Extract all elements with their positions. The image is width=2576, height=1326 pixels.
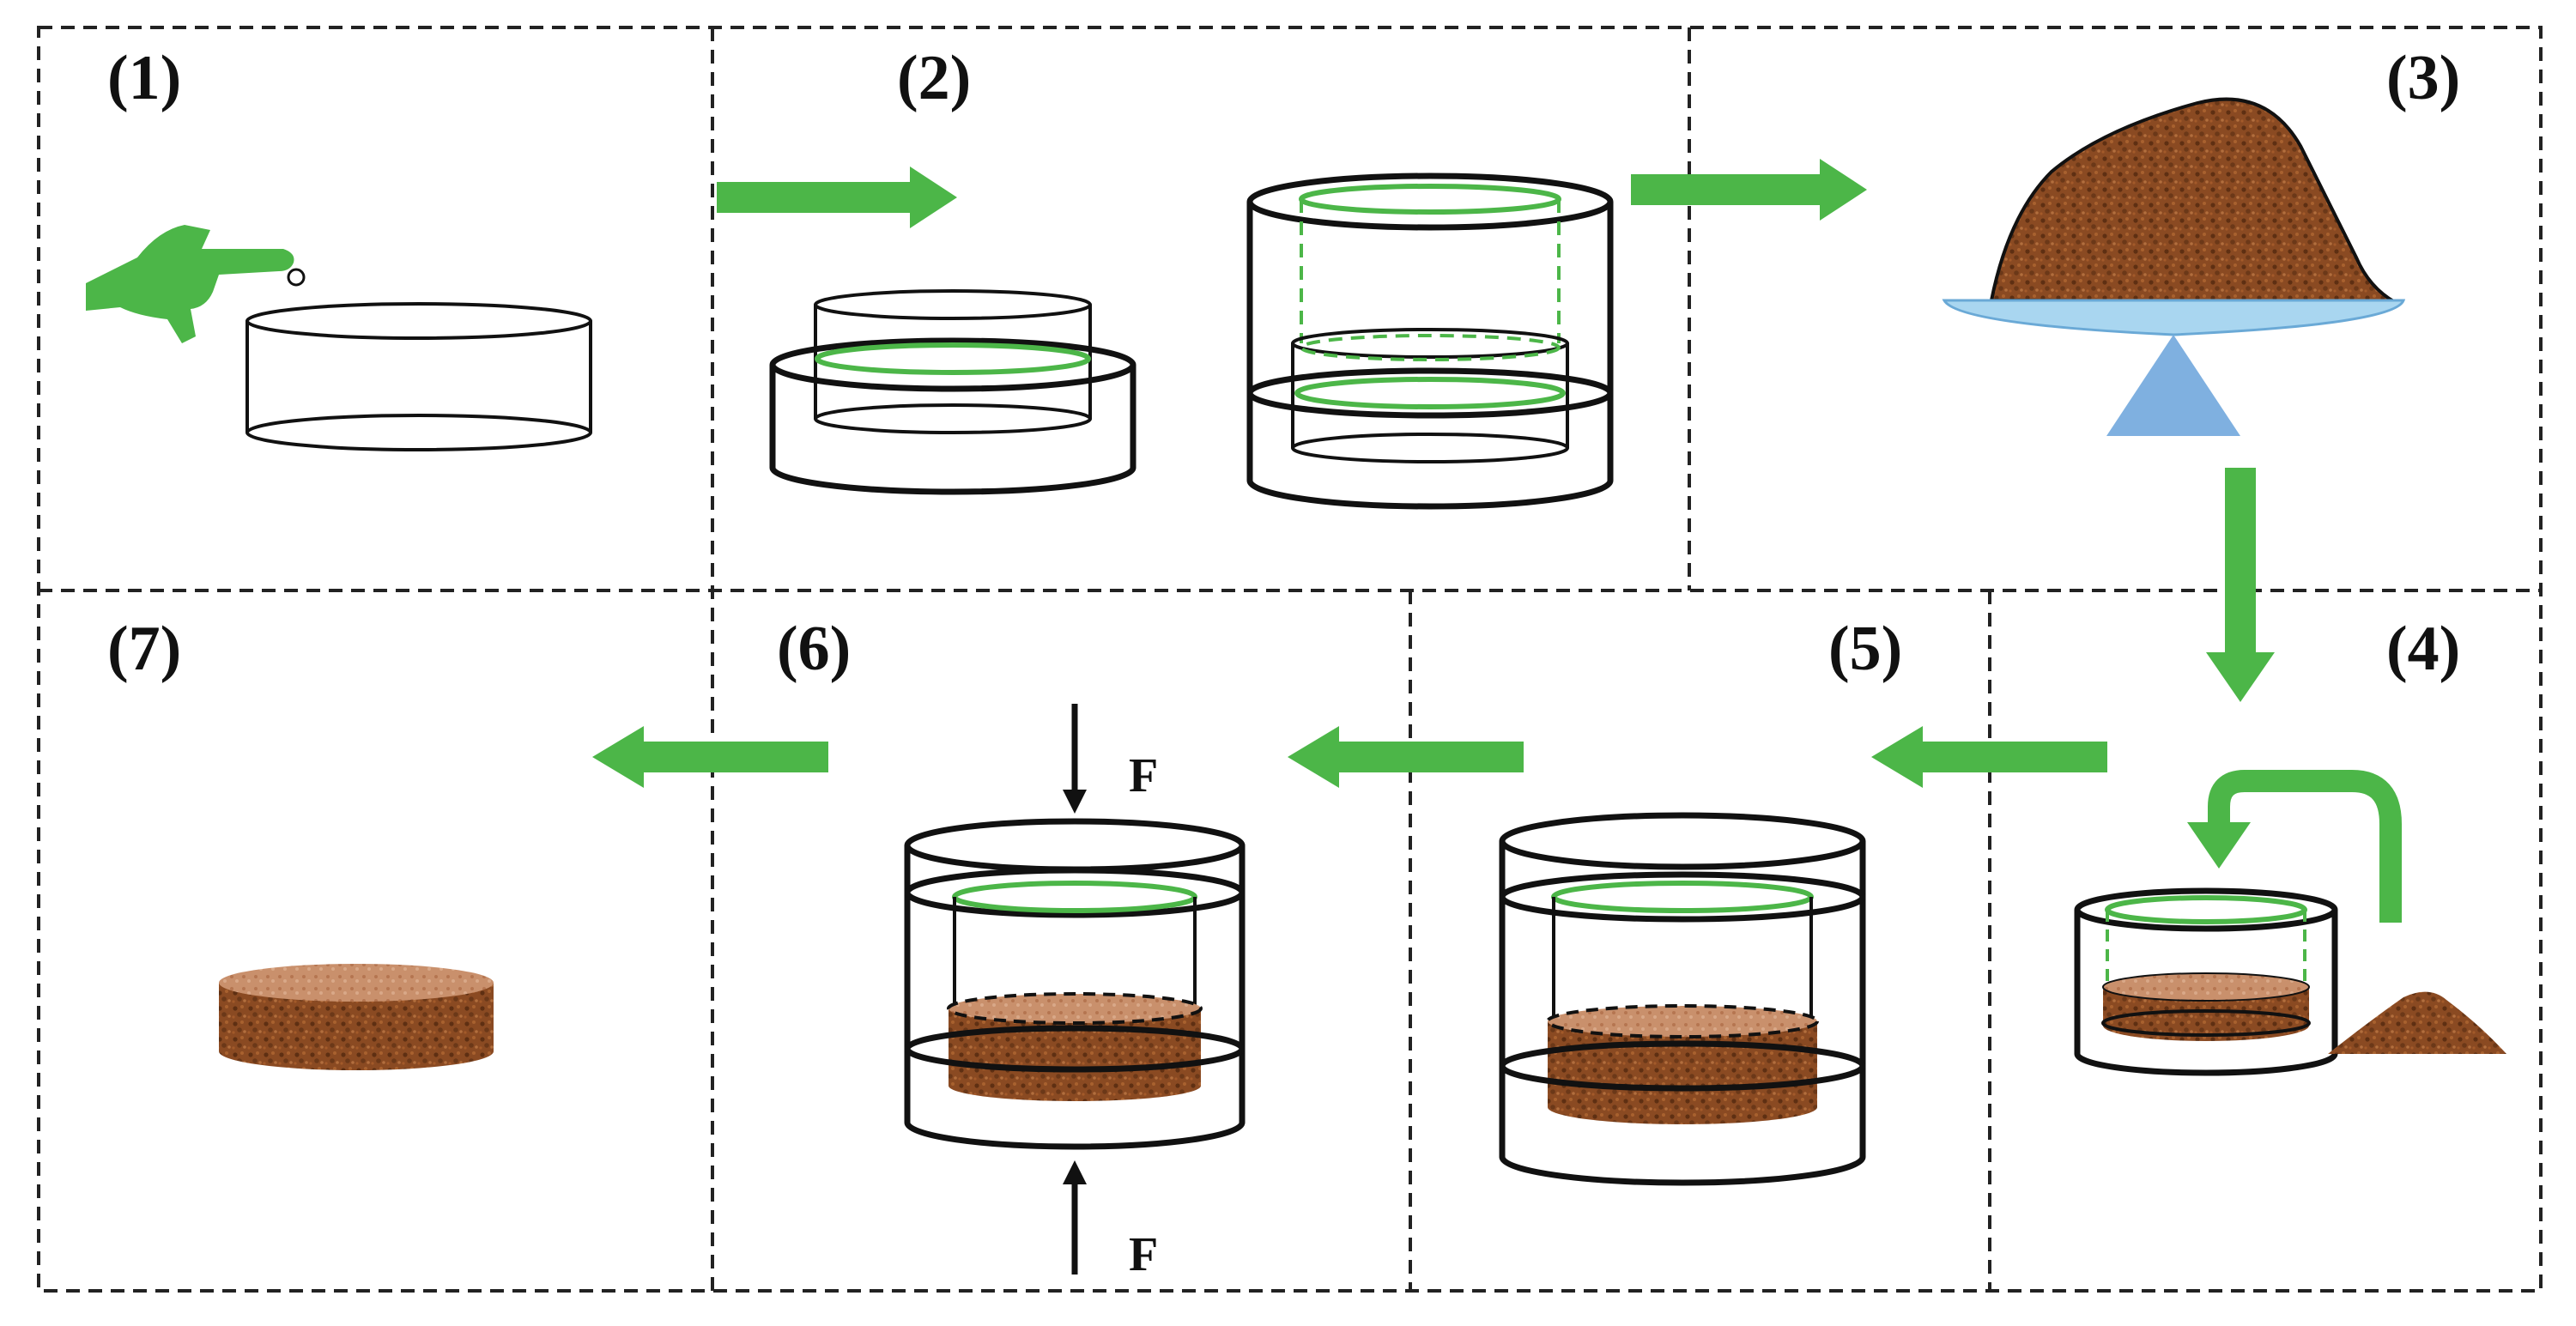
panel-6-compaction: F F	[904, 704, 1246, 1281]
force-arrow-top	[1063, 704, 1087, 814]
soil-heap	[1989, 97, 2402, 305]
arrow-down-icon	[2206, 468, 2275, 702]
force-label-bottom: F	[1129, 1228, 1158, 1281]
balance-scale-icon	[1942, 299, 2406, 436]
arrow-right-icon	[1631, 159, 1867, 221]
mold-base-with-ring	[769, 289, 1136, 495]
panel-grid	[37, 26, 2543, 1293]
step-label-4: (4)	[2386, 614, 2460, 684]
small-ring-with-soil	[2074, 887, 2338, 1076]
specimen-ring	[245, 302, 592, 451]
grease-drop-icon	[287, 268, 306, 287]
flow-arrows	[592, 159, 2275, 788]
specimen-top	[219, 964, 494, 1002]
panel-1-ring-greasing	[86, 225, 592, 451]
step-label-3: (3)	[2386, 43, 2460, 113]
force-arrow-bottom	[1063, 1160, 1087, 1275]
panel-5-soil-in-mold	[1499, 812, 1866, 1186]
return-arrow-head	[2187, 822, 2251, 869]
step-label-6: (6)	[777, 614, 851, 684]
assembled-mold	[1246, 173, 1614, 510]
soil-pile	[2328, 991, 2506, 1054]
pointing-hand-icon	[86, 225, 294, 343]
arrow-left-icon	[1288, 726, 1524, 788]
arrow-right-icon	[717, 167, 957, 228]
panel-4-filling-soil	[2074, 770, 2506, 1076]
step-label-1: (1)	[107, 43, 181, 113]
arrow-left-icon	[592, 726, 828, 788]
step-label-7: (7)	[107, 614, 181, 684]
arrow-left-icon	[1871, 726, 2107, 788]
panel-2-mold-assembly	[769, 173, 1614, 510]
force-label-top: F	[1129, 749, 1158, 802]
panel-3-weighing	[1942, 97, 2406, 436]
panel-7-specimen	[219, 964, 494, 1070]
step-label-2: (2)	[897, 43, 971, 113]
step-label-5: (5)	[1828, 614, 1902, 684]
return-arrow-icon	[2208, 770, 2402, 923]
